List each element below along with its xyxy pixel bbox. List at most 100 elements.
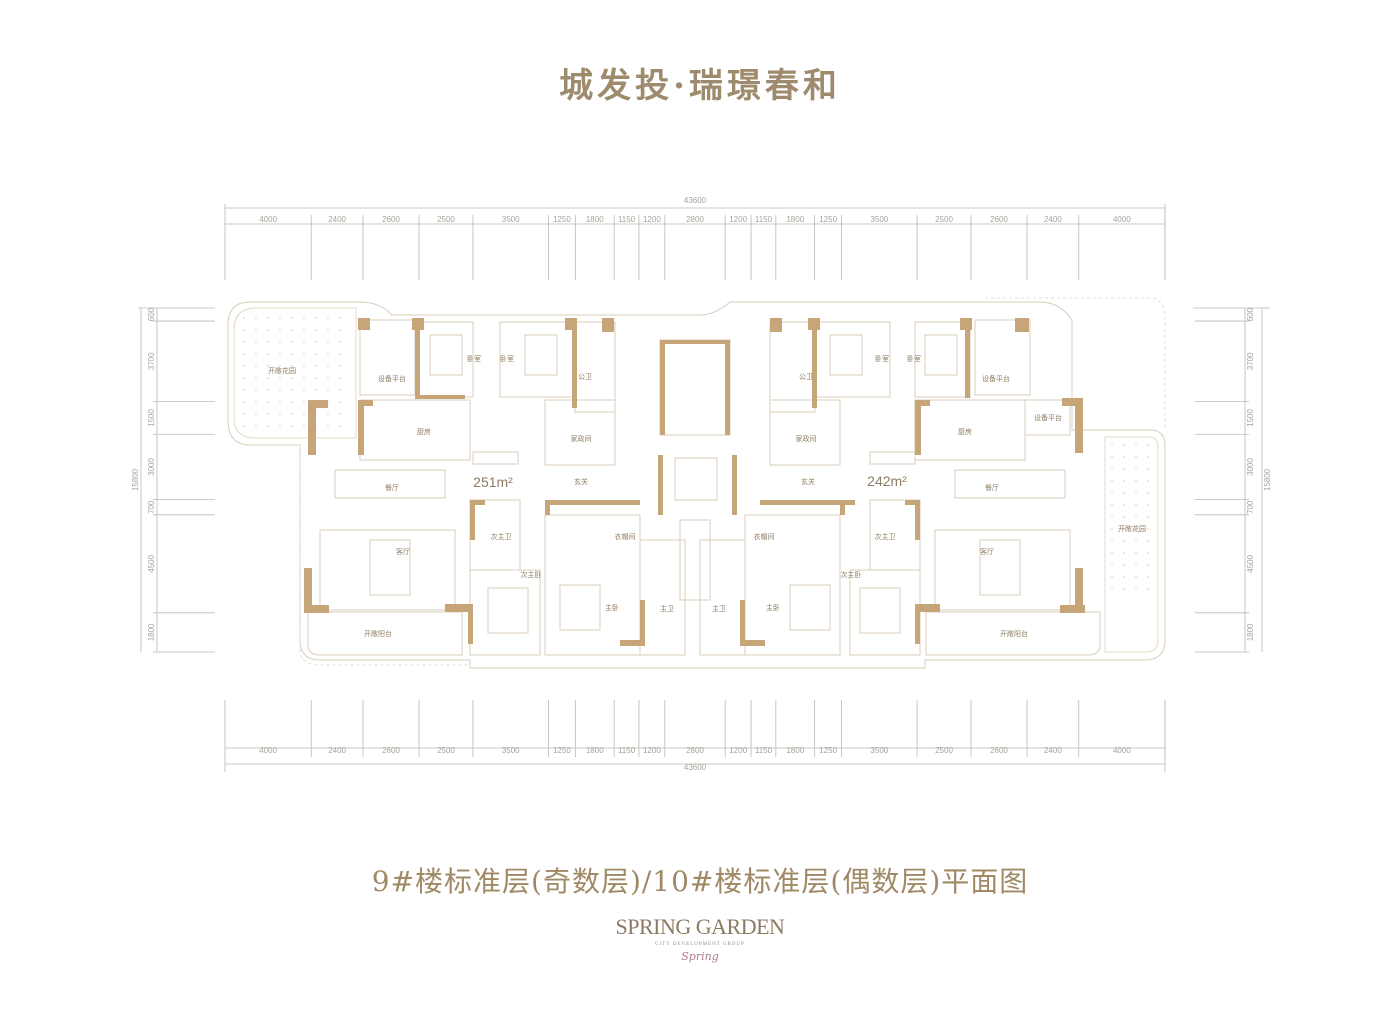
plan-caption: 9#楼标准层(奇数层)/10#楼标准层(偶数层)平面图 [371,865,1029,898]
page-title: 城发投·瑞璟春和 [559,66,841,106]
unit-area: 242m² [867,473,907,489]
garden-dot [327,425,329,427]
garden-dot [1111,528,1113,530]
garden-dot [339,389,341,391]
garden-dot [243,401,245,403]
garden-dot [291,401,293,403]
room-bedroom: 卧室 [500,354,514,363]
garden-dot [315,353,317,355]
garden-dots [243,317,1149,590]
garden-dot [267,329,269,331]
garden-dot [303,389,305,391]
room-bedroom: 卧室 [875,354,889,363]
garden-dot [291,341,293,343]
room-garden: 开敞花园 [1118,524,1146,533]
garden-dot [1135,576,1137,578]
room-public-bath: 公卫 [578,373,592,381]
garden-dot [255,317,257,319]
garden-dot [255,377,257,379]
garden-dot [1147,456,1149,458]
garden-dot [267,353,269,355]
garden-dot [1123,444,1125,446]
garden-dot [1135,528,1137,530]
dimension-label: 1150 [618,215,636,224]
garden-dot [1111,564,1113,566]
dimension-label: 600 [147,307,156,321]
garden-dot [267,377,269,379]
garden-dot [1147,588,1149,590]
garden-dot [1135,588,1137,590]
garden-dot [315,389,317,391]
garden-dot [267,413,269,415]
garden-dot [303,413,305,415]
garden-dot [327,389,329,391]
dimension-label: 2800 [686,215,704,224]
room-master-bath: 主卫 [712,604,726,613]
garden-dot [327,317,329,319]
room-public-bath: 公卫 [799,373,813,381]
garden-dot [303,425,305,427]
garden-dot [1135,540,1137,542]
room-closet: 衣帽间 [754,532,775,541]
garden-dot [291,425,293,427]
garden-dot [339,317,341,319]
garden-dot [1135,504,1137,506]
dimension-label: 4000 [259,215,277,224]
garden-dot [279,389,281,391]
dimension-label: 1500 [1246,409,1255,427]
garden-dot [279,365,281,367]
dimension-label: 4000 [259,746,277,755]
dimension-label: 1800 [586,746,604,755]
garden-dot [1111,468,1113,470]
garden-dot [1147,492,1149,494]
garden-dot [1135,456,1137,458]
dimension-label: 1150 [755,215,773,224]
dimension-label: 4000 [1113,746,1131,755]
garden-dot [1123,564,1125,566]
dimension-label: 3500 [502,746,520,755]
dimension-label: 1200 [729,746,747,755]
garden-dot [1147,516,1149,518]
room-living: 客厅 [980,547,994,556]
garden-dot [255,401,257,403]
garden-dot [255,341,257,343]
garden-dot [339,365,341,367]
garden-dot [327,377,329,379]
dimension-label: 4500 [1246,554,1255,572]
garden-dot [267,365,269,367]
garden-dot [243,365,245,367]
garden-dot [339,341,341,343]
garden-dot [327,413,329,415]
garden-dot [339,425,341,427]
garden-dot [1135,552,1137,554]
garden-dot [279,377,281,379]
garden-dot [255,425,257,427]
garden-dot [279,317,281,319]
dimension-label: 4500 [147,554,156,572]
dimension-label: 1150 [755,746,773,755]
room-second-master-bed: 次主卧 [841,570,862,579]
garden-dot [255,329,257,331]
dimension-label: 3700 [147,352,156,370]
garden-dot [243,353,245,355]
room-garden: 开敞花园 [268,366,296,375]
garden-dot [1111,456,1113,458]
garden-dot [315,341,317,343]
garden-dot [1111,588,1113,590]
garden-dot [303,365,305,367]
dimension-label: 700 [147,500,156,514]
room-kitchen: 厨房 [958,427,972,436]
garden-dot [1111,576,1113,578]
dimension-label: 2500 [935,746,953,755]
dimension-label: 1200 [643,215,661,224]
garden-dot [291,377,293,379]
dimension-total-label: 15800 [1263,468,1272,491]
right-unit: 卧室 卧室 公卫 设备平台 设备平台 厨房 家政间 玄关 242m² 餐厅 开敞… [712,354,1146,638]
garden-dot [339,329,341,331]
garden-dot [339,413,341,415]
garden-dot [1111,504,1113,506]
garden-dot [1123,540,1125,542]
dimension-label: 1150 [618,746,636,755]
garden-dot [255,389,257,391]
